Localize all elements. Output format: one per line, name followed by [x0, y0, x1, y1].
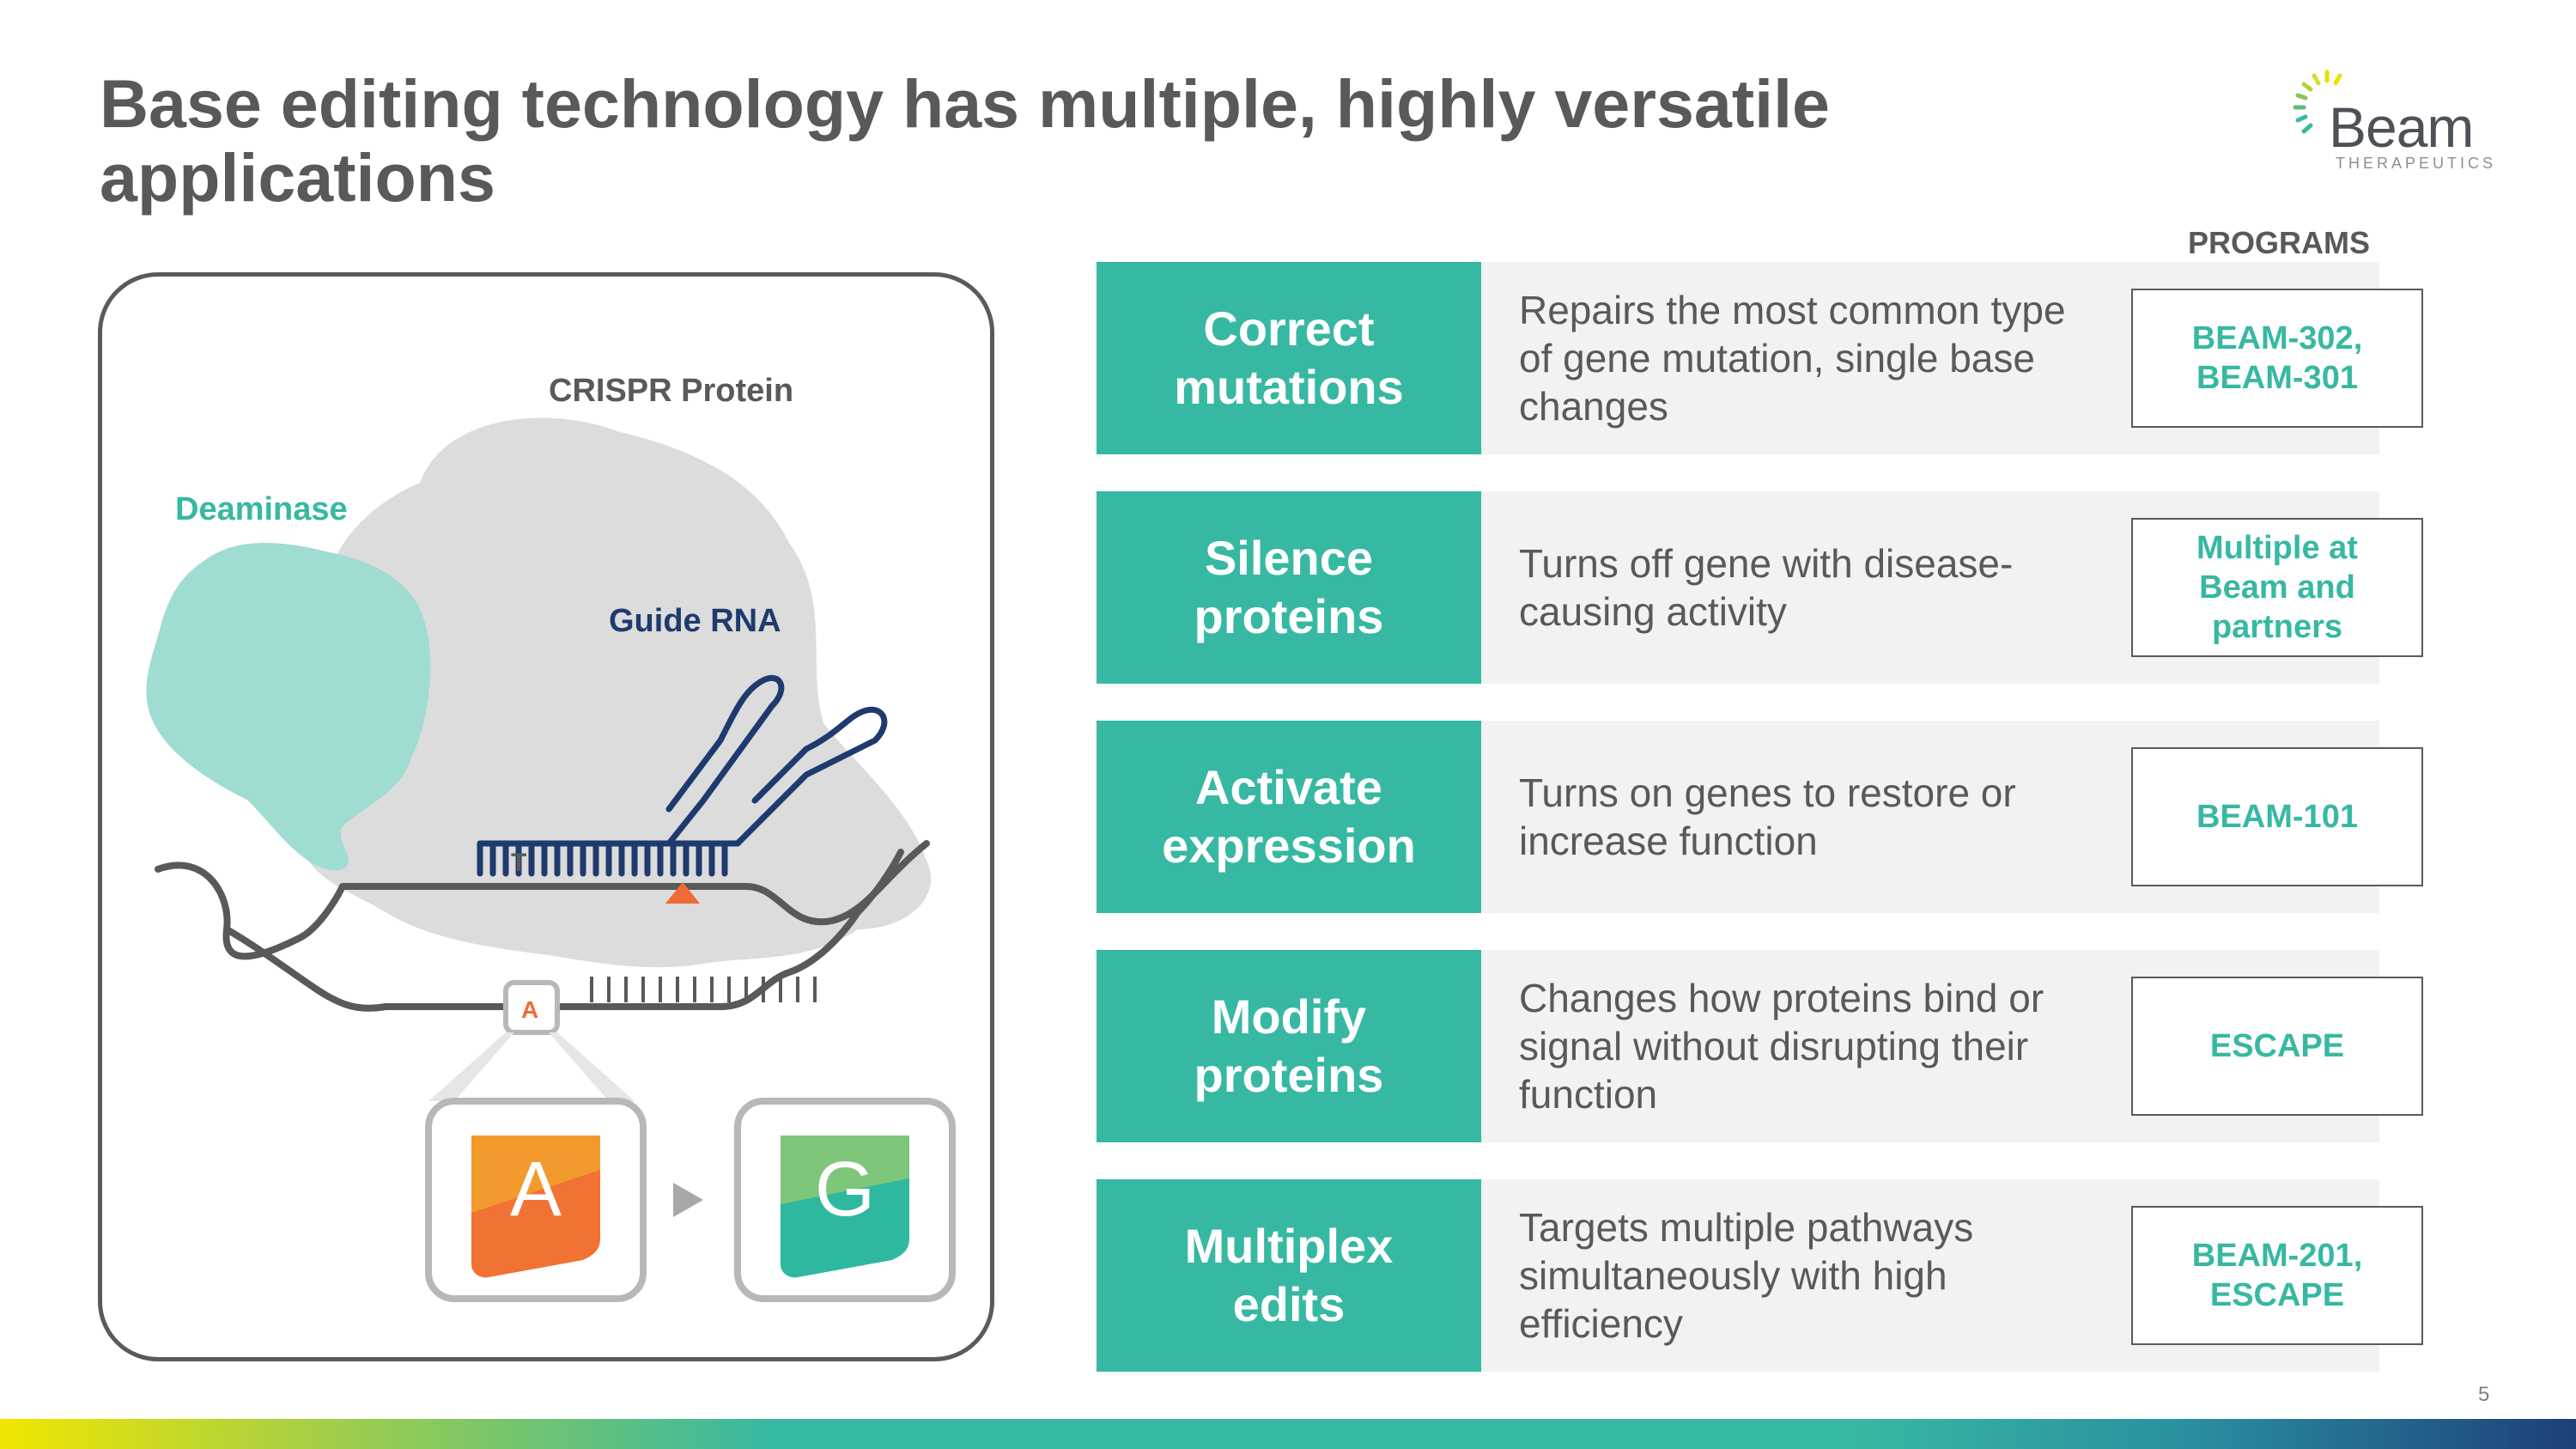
description-text: Repairs the most common type of gene mut…	[1519, 288, 2066, 429]
program-box: BEAM-302,BEAM-301	[2131, 289, 2423, 428]
deaminase-label: Deaminase	[175, 491, 348, 527]
base-t-label: T	[511, 849, 527, 877]
base-editing-diagram: CRISPR Protein Deaminase Guide RNA T A A…	[98, 272, 994, 1361]
logo-wordmark: Beam	[2329, 95, 2474, 159]
slide-title: Base editing technology has multiple, hi…	[100, 65, 1830, 216]
crispr-protein-shape	[297, 417, 932, 968]
program-box: BEAM-201,ESCAPE	[2131, 1206, 2423, 1345]
deaminase-shape	[146, 543, 431, 871]
zoom-box	[503, 980, 560, 1035]
edit-site-marker	[665, 882, 700, 904]
programs-header: PROGRAMS	[2188, 225, 2371, 260]
description-text: Targets multiple pathways simultaneously…	[1519, 1205, 1974, 1346]
arrow-right-icon	[673, 1183, 703, 1217]
crispr-protein-label: CRISPR Protein	[549, 373, 794, 409]
program-box: BEAM-101	[2131, 747, 2423, 886]
footer-gradient-bar	[0, 1419, 2576, 1449]
logo-subtitle: THERAPEUTICS	[2336, 155, 2497, 172]
description-text: Turns on genes to restore or increase fu…	[1519, 770, 2016, 863]
page-number: 5	[2478, 1383, 2490, 1406]
base-a-letter: A	[509, 1147, 562, 1233]
beam-logo: Beam THERAPEUTICS	[2293, 69, 2507, 172]
base-editor-illustration	[146, 417, 956, 1302]
base-a-small-label: A	[521, 996, 539, 1023]
description-text: Changes how proteins bind or signal with…	[1519, 976, 2044, 1117]
description-text: Turns off gene with disease-causing acti…	[1519, 541, 2014, 634]
program-box: ESCAPE	[2131, 977, 2423, 1116]
sunburst-icon	[2293, 70, 2342, 134]
guide-rna-label: Guide RNA	[609, 603, 781, 639]
base-g-letter: G	[814, 1147, 875, 1233]
